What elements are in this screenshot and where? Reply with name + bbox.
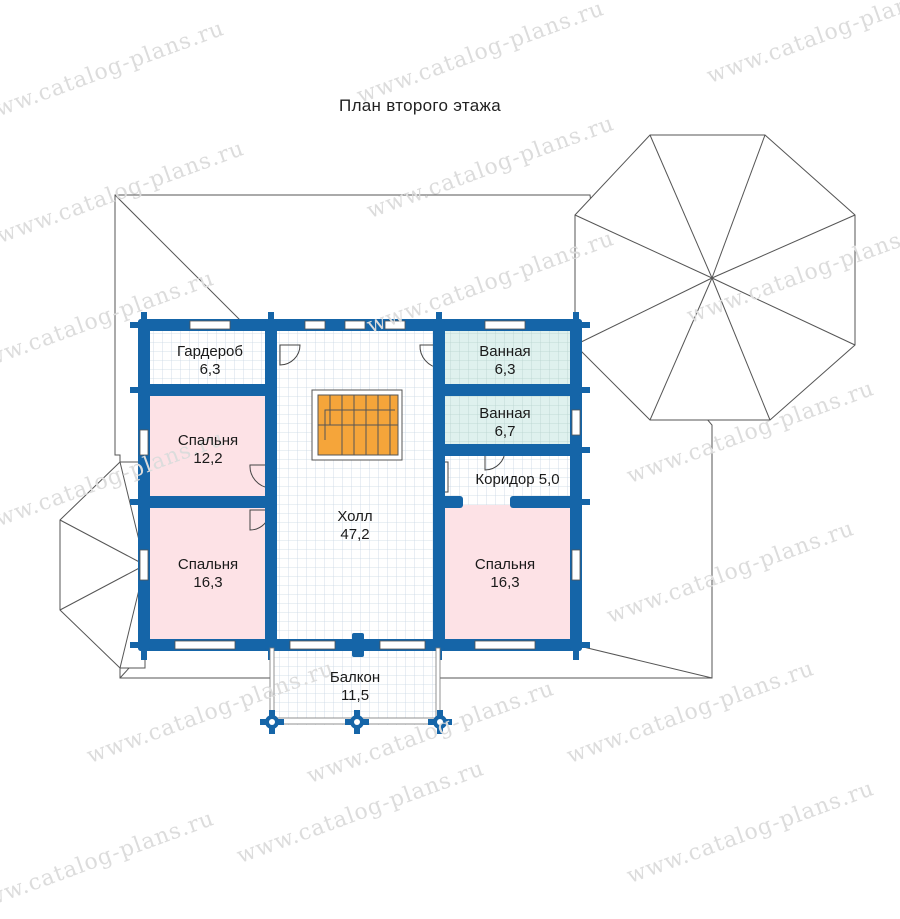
room-name: Ванная (479, 343, 531, 360)
bedroom3-floor (440, 505, 570, 645)
wall (138, 319, 150, 651)
window (344, 320, 366, 330)
window (189, 320, 231, 330)
room-name: Спальня (177, 432, 239, 449)
window (139, 549, 149, 581)
plan-title: План второго этажа (339, 96, 501, 115)
room-label-bedroom1: Спальня 12,2 (158, 432, 258, 468)
hall-floor (270, 325, 440, 645)
room-label-balcony: Балкон 11,5 (305, 669, 405, 705)
window (379, 640, 426, 650)
wall (265, 319, 277, 651)
room-area: 5,0 (538, 471, 560, 488)
roof-ridge-line (59, 519, 146, 566)
room-label-bedroom3: Спальня 16,3 (455, 556, 555, 592)
door-swing (279, 344, 301, 366)
room-name: Спальня (177, 556, 239, 573)
window (484, 320, 526, 330)
room-name: Коридор (475, 471, 535, 488)
corridor-floor (440, 450, 570, 505)
windows (139, 320, 581, 650)
wall (138, 384, 277, 396)
room-label-wardrobe: Гардероб 6,3 (160, 343, 260, 379)
room-area: 16,3 (193, 574, 223, 591)
octagon-roof-ribs (574, 134, 856, 421)
walls (130, 312, 590, 660)
window (571, 549, 581, 581)
room-name: Ванная (479, 405, 531, 422)
bath1-floor (440, 325, 570, 390)
room-name: Балкон (329, 669, 381, 686)
wall (433, 319, 445, 651)
window (139, 429, 149, 456)
roof-ridge-line (114, 194, 246, 326)
wall (138, 496, 277, 508)
room-label-corridor: Коридор 5,0 (450, 471, 585, 489)
room-area: 6,3 (494, 361, 516, 378)
room-label-bath1: Ванная 6,3 (455, 343, 555, 379)
room-area: 11,5 (340, 687, 370, 704)
window (304, 320, 326, 330)
room-name: Холл (337, 508, 373, 525)
room-area: 6,3 (199, 361, 221, 378)
roof-ridge-line (59, 564, 146, 611)
room-name: Спальня (474, 556, 536, 573)
wall (433, 444, 582, 456)
room-name-area: Коридор 5,0 (450, 471, 585, 489)
room-area: 12,2 (193, 450, 223, 467)
room-name: Гардероб (177, 343, 243, 360)
staircase (311, 389, 403, 461)
room-area: 47,2 (340, 526, 370, 543)
room-label-bath2: Ванная 6,7 (455, 405, 555, 441)
wall (433, 496, 463, 508)
wall (433, 384, 582, 396)
window (289, 640, 336, 650)
bedroom2-floor (145, 505, 270, 645)
room-area: 6,7 (494, 423, 516, 440)
window (571, 409, 581, 436)
floor-plan-drawing (59, 134, 856, 734)
room-label-hall: Холл 47,2 (305, 508, 405, 544)
bedroom1-floor (145, 390, 270, 500)
roof-ridge-line (574, 644, 713, 679)
window (474, 640, 536, 650)
balcony-railing (260, 647, 452, 734)
bath2-floor (440, 390, 570, 450)
room-label-bedroom2: Спальня 16,3 (158, 556, 258, 592)
room-area: 16,3 (490, 574, 520, 591)
window (384, 320, 406, 330)
window (174, 640, 236, 650)
wardrobe-floor (145, 325, 270, 390)
